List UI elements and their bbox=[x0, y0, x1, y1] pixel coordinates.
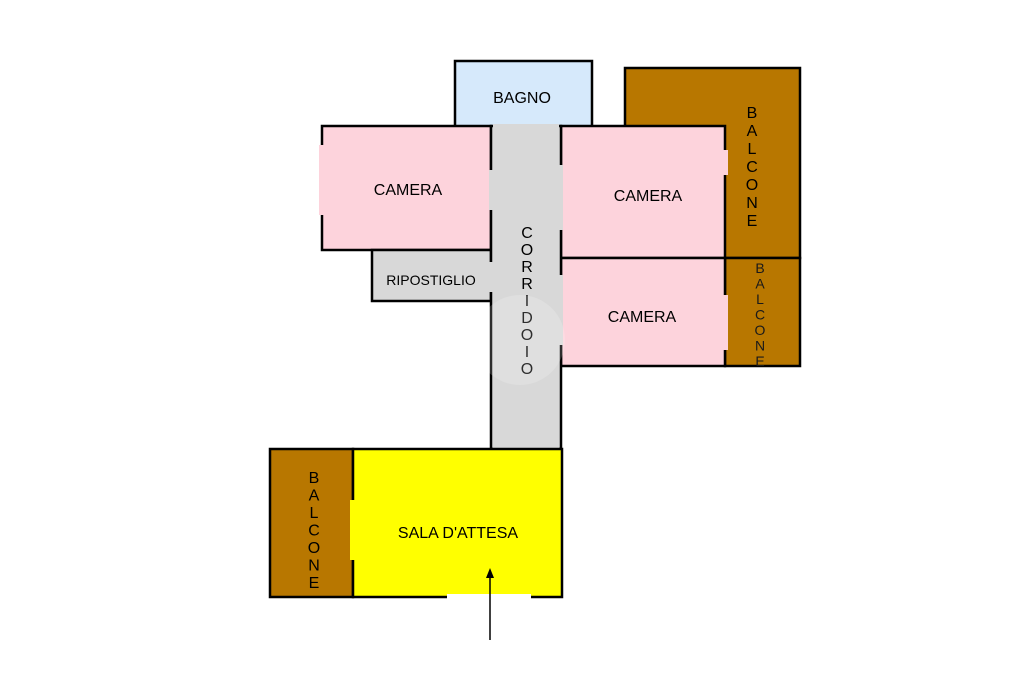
room-camera-left: CAMERA bbox=[319, 124, 493, 252]
room-corridoio: CORRIDOIO bbox=[489, 124, 563, 451]
room-ripostiglio: RIPOSTIGLIO bbox=[370, 248, 493, 303]
camera-right-bottom-label: CAMERA bbox=[608, 309, 677, 326]
room-camera-right-bottom: CAMERA bbox=[559, 256, 728, 368]
entrance-arrow-icon bbox=[486, 568, 494, 640]
camera-right-top-label: CAMERA bbox=[614, 188, 683, 205]
watermark-icon bbox=[475, 295, 565, 385]
sala-dattesa-label: SALA D'ATTESA bbox=[398, 525, 518, 542]
corridoio-label: CORRIDOIO bbox=[521, 225, 533, 378]
camera-left-label: CAMERA bbox=[374, 182, 443, 199]
room-bagno: BAGNO bbox=[453, 59, 594, 129]
bagno-label: BAGNO bbox=[493, 90, 551, 107]
ripostiglio-label: RIPOSTIGLIO bbox=[386, 272, 476, 288]
room-sala-dattesa: SALA D'ATTESA bbox=[350, 447, 564, 600]
room-camera-right-top: CAMERA bbox=[559, 124, 728, 260]
